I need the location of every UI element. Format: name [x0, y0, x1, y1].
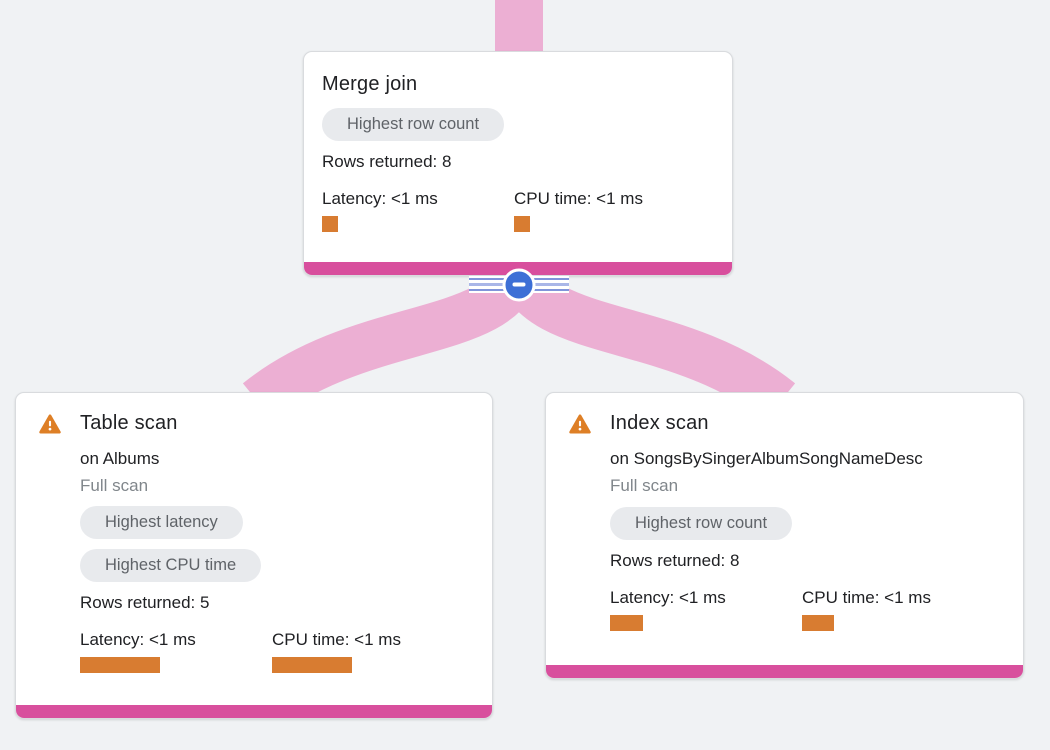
node-index-scan[interactable]: Index scan on SongsBySingerAlbumSongName… — [545, 392, 1024, 679]
cpu-time-label: CPU time: <1 ms — [514, 189, 643, 208]
cpu-time-label: CPU time: <1 ms — [272, 630, 401, 649]
metric-latency: Latency: <1 ms — [322, 188, 514, 232]
latency-label: Latency: <1 ms — [610, 588, 726, 607]
minus-icon — [512, 282, 526, 287]
rows-returned: Rows returned: 8 — [610, 551, 740, 570]
metric-cpu-time: CPU time: <1 ms — [272, 629, 464, 673]
latency-bar — [80, 657, 160, 673]
metrics-row: Latency: <1 ms CPU time: <1 ms — [80, 629, 474, 673]
node-title: Table scan — [80, 412, 178, 434]
metric-latency: Latency: <1 ms — [610, 587, 802, 631]
node-title: Merge join — [322, 73, 418, 95]
metric-cpu-time: CPU time: <1 ms — [514, 188, 706, 232]
latency-bar — [322, 216, 338, 232]
collapse-children-control[interactable] — [469, 268, 569, 301]
scan-target: on Albums — [80, 449, 160, 468]
collapse-button[interactable] — [502, 268, 536, 301]
warning-triangle-icon — [569, 413, 591, 434]
node-table-scan[interactable]: Table scan on Albums Full scan Highest l… — [15, 392, 493, 719]
metric-latency: Latency: <1 ms — [80, 629, 272, 673]
scan-type: Full scan — [80, 476, 149, 495]
rows-returned: Rows returned: 8 — [322, 152, 452, 171]
node-merge-join[interactable]: Merge join Highest row count Rows return… — [303, 51, 733, 276]
cpu-time-bar — [802, 615, 834, 631]
warning-triangle-icon — [39, 413, 61, 434]
metric-cpu-time: CPU time: <1 ms — [802, 587, 994, 631]
node-accent-bar — [16, 705, 492, 718]
badge-highest-row-count: Highest row count — [322, 108, 505, 141]
badge-stack: Highest latency Highest CPU time — [80, 506, 474, 582]
scan-type: Full scan — [610, 476, 679, 495]
metrics-row: Latency: <1 ms CPU time: <1 ms — [322, 188, 714, 232]
cpu-time-bar — [272, 657, 352, 673]
latency-bar — [610, 615, 643, 631]
badge-highest-cpu-time: Highest CPU time — [80, 549, 262, 582]
edge-incoming-top — [495, 0, 543, 56]
node-accent-bar — [546, 665, 1023, 678]
metrics-row: Latency: <1 ms CPU time: <1 ms — [610, 587, 1005, 631]
cpu-time-bar — [514, 216, 530, 232]
cpu-time-label: CPU time: <1 ms — [802, 588, 931, 607]
rows-returned: Rows returned: 5 — [80, 593, 210, 612]
latency-label: Latency: <1 ms — [80, 630, 196, 649]
scan-target: on SongsBySingerAlbumSongNameDesc — [610, 449, 923, 468]
latency-label: Latency: <1 ms — [322, 189, 438, 208]
badge-highest-latency: Highest latency — [80, 506, 243, 539]
node-title: Index scan — [610, 412, 709, 434]
badge-highest-row-count: Highest row count — [610, 507, 793, 540]
